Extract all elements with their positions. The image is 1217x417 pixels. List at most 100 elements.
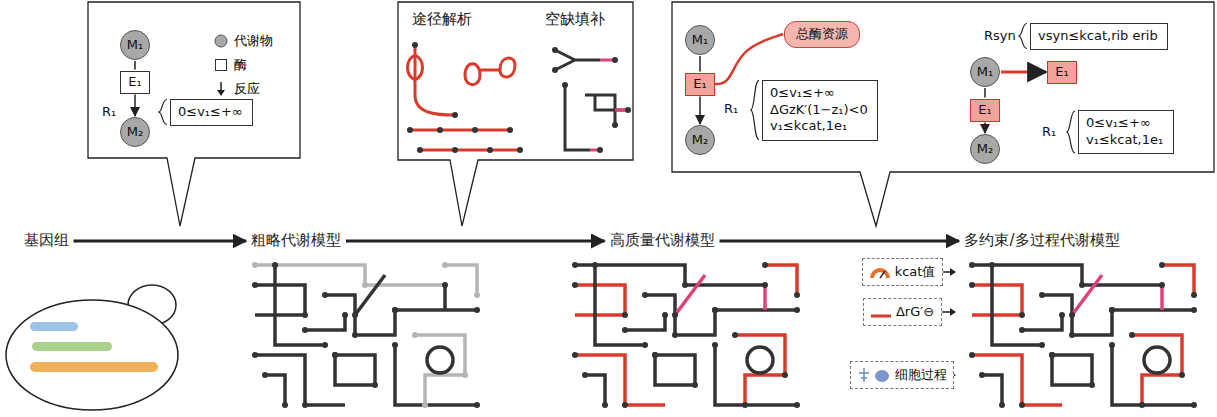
pathway-dot [552, 67, 558, 73]
metabolite-dot [342, 312, 348, 318]
metabolite-dot [572, 282, 578, 288]
connector [1001, 71, 1046, 74]
connector [699, 97, 701, 125]
legend-arrow-head [217, 90, 225, 96]
legend-sample [214, 81, 228, 97]
metabolite-dot [474, 307, 480, 313]
metabolite-dot [1019, 312, 1025, 318]
metabolite-dot [442, 262, 448, 268]
pathway-line [1162, 265, 1194, 295]
connector [720, 240, 960, 243]
metabolite-dot [1109, 307, 1115, 313]
node-text: vsyn≤kcat,rib erib [1038, 28, 1158, 45]
enzyme-box: E₁ [970, 99, 1000, 122]
pathway-line [585, 375, 605, 405]
cell-illustration [6, 300, 178, 410]
pathway-line [982, 375, 1002, 405]
pathway-line [335, 355, 375, 385]
connector [134, 95, 136, 117]
constraint-box: vsyn≤kcat,rib erib [1030, 23, 1168, 50]
metabolite-dot [392, 307, 398, 313]
pathway-sketch [420, 149, 520, 152]
constraint-box: 0≤v₁≤+∞ [170, 99, 253, 126]
metabolite-dot [794, 307, 800, 313]
callout-panel [672, 2, 1214, 226]
metabolite-dot [662, 312, 668, 318]
pathway-line [265, 375, 285, 405]
pathway-dot [437, 127, 443, 133]
metabolite-dot [1049, 352, 1055, 358]
metabolite-dot [302, 312, 308, 318]
node-text: E₁ [1055, 64, 1068, 81]
pathway-dot [612, 57, 618, 63]
pathway-sketch [408, 45, 423, 95]
metabolite-dot [622, 312, 628, 318]
metabolite-dot [1049, 352, 1055, 358]
pathway-line [765, 265, 797, 295]
input-arrow [941, 311, 950, 313]
pathway-dot [625, 107, 631, 113]
factor-box: 细胞过程 [850, 361, 954, 389]
ribosome-icon [875, 370, 889, 382]
pathway-line [1132, 335, 1182, 405]
metabolite-dot [794, 402, 800, 408]
factor-icon [857, 366, 891, 384]
pathway-sketch [415, 95, 455, 115]
node-text: ΔrG′⊖ [896, 304, 934, 321]
metabolite-dot [252, 282, 258, 288]
metabolite-dot [442, 282, 448, 288]
pathway-line [355, 275, 385, 315]
pathway-line [255, 285, 305, 315]
pathway-line [763, 285, 767, 310]
pathway-line [415, 335, 465, 405]
metabolite-dot [602, 402, 608, 408]
legend-text: 代谢物 [234, 32, 273, 50]
legend-item: 代谢物 [214, 32, 273, 50]
metabolite-dot [672, 312, 678, 318]
pathway-line [972, 285, 1022, 315]
metabolite-dot [1059, 312, 1065, 318]
pathway-dot [452, 112, 458, 118]
stage-name: 粗略代谢模型 [247, 228, 345, 254]
cell-illustration [30, 362, 158, 372]
pathway-line [1022, 315, 1062, 330]
enzyme-box: E₁ [685, 73, 715, 96]
factor-box: kcat值 [862, 258, 943, 286]
pathway-line [1160, 285, 1164, 310]
cell-illustration [30, 322, 78, 331]
pathway-line [255, 355, 345, 405]
connector [134, 61, 136, 70]
metabolite-dot [302, 327, 308, 333]
metabolite-dot [642, 342, 648, 348]
metabolite-dot [392, 307, 398, 313]
node-text: M₂ [977, 141, 993, 158]
metabolite-dot [652, 352, 658, 358]
pathway-dot [417, 147, 423, 153]
metabolite-dot [672, 332, 678, 338]
node-text: 0≤v₁≤+∞ [1086, 115, 1151, 132]
node-text: M₁ [977, 64, 993, 81]
metabolite-dot [1191, 307, 1197, 313]
node-text: 高质量代谢模型 [610, 231, 715, 251]
connector [74, 240, 247, 243]
gauge-icon [872, 270, 888, 278]
factor-icon [870, 303, 892, 321]
metabolite-dot [572, 352, 578, 358]
node-text: M₁ [127, 37, 143, 54]
metabolite-dot [979, 372, 985, 378]
metabolite-dot [969, 352, 975, 358]
metabolite-dot [362, 282, 368, 288]
pathway-dot [507, 127, 513, 133]
stage-name: 高质量代谢模型 [606, 228, 719, 254]
legend-text: 酶 [234, 56, 247, 74]
pathway-sketch [555, 50, 600, 70]
pathway-sketch [500, 58, 515, 77]
legend-item: 反应 [214, 80, 260, 98]
pathway-line [715, 308, 797, 312]
metabolite-dot [1159, 282, 1165, 288]
reaction-label: Rsyn [984, 28, 1016, 43]
factor-icon [869, 263, 891, 281]
metabolite-dot [692, 382, 698, 388]
metabolite-dot [462, 372, 468, 378]
